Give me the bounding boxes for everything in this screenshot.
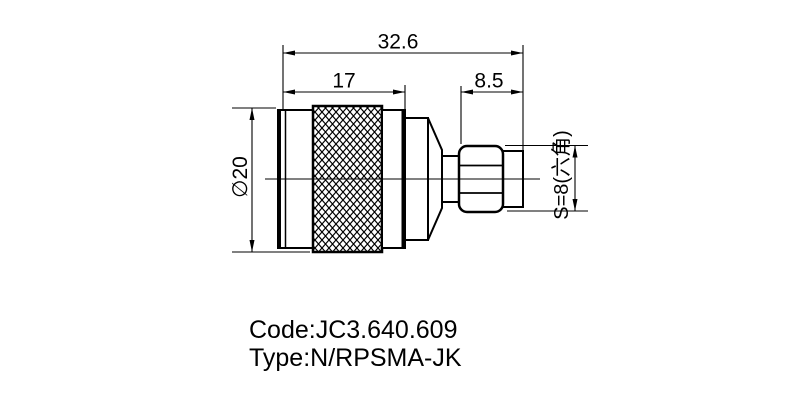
dim-total-length: 32.6	[282, 31, 524, 150]
dim-hex-size-label: S=8(六角)	[550, 130, 573, 219]
dim-diameter-label: ∅20	[229, 156, 252, 198]
dim-diameter: ∅20	[229, 107, 310, 253]
title-block: Code:JC3.640.609 Type:N/RPSMA-JK	[249, 316, 462, 372]
type-text: Type:N/RPSMA-JK	[249, 344, 462, 372]
connector-body	[265, 104, 540, 254]
dim-sma-length: 8.5	[460, 70, 523, 144]
dim-body-length-label: 17	[332, 70, 355, 93]
code-text: Code:JC3.640.609	[249, 316, 457, 344]
dim-hex-size: S=8(六角)	[505, 130, 588, 220]
dim-total-length-label: 32.6	[378, 31, 419, 54]
dim-body-length: 17	[283, 70, 406, 116]
dim-sma-length-label: 8.5	[474, 70, 503, 93]
